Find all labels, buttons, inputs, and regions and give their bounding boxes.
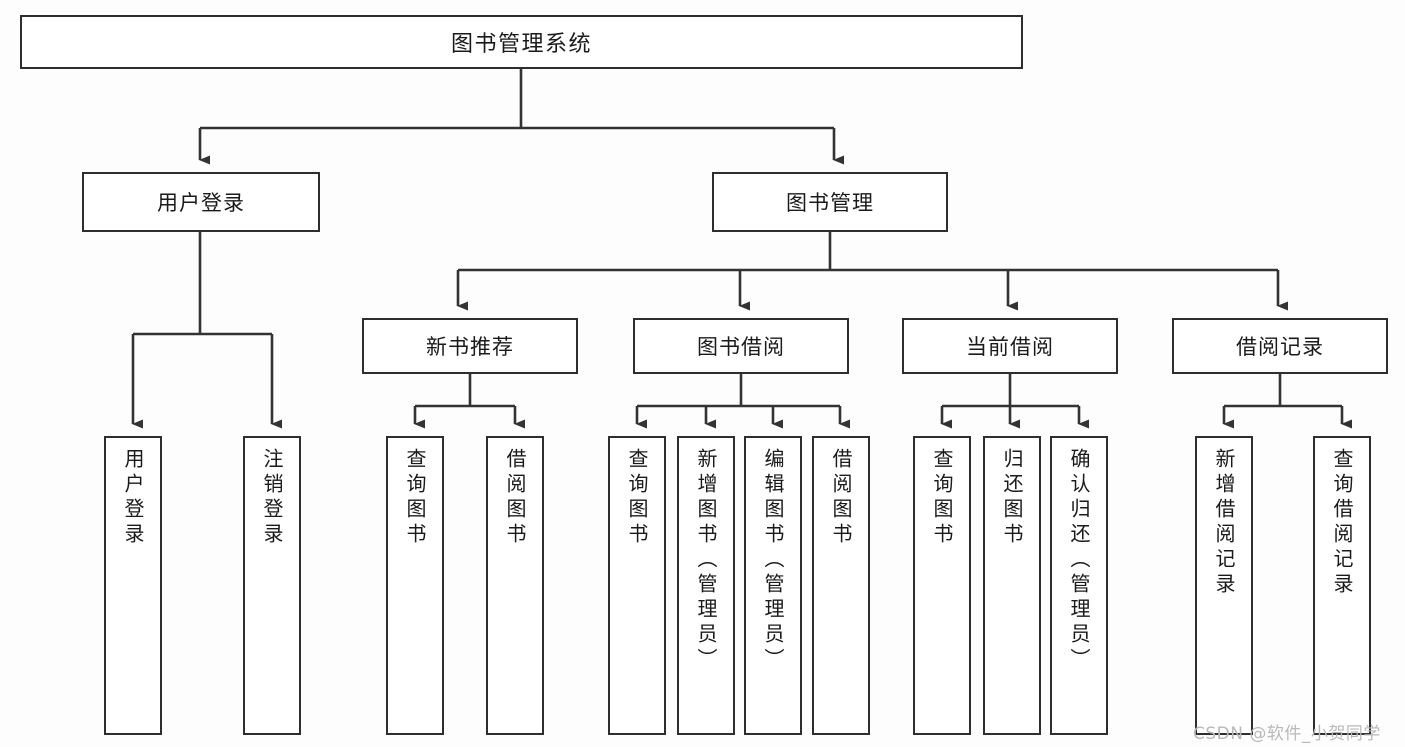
node-label: 借阅图书 (829, 448, 853, 548)
node-label: 借阅记录 (1236, 335, 1324, 359)
node-label: 借阅图书 (503, 448, 527, 548)
leaf-confirm-return-admin[interactable]: 确认归还（管理员） (1050, 436, 1108, 735)
node-label: 编辑图书（管理员） (761, 448, 785, 673)
node-label: 注销登录 (260, 448, 284, 548)
node-borrow-record[interactable]: 借阅记录 (1172, 318, 1388, 374)
node-label: 新书推荐 (426, 335, 514, 359)
node-label: 新增借阅记录 (1212, 448, 1236, 598)
node-label: 查询借阅记录 (1330, 448, 1354, 598)
node-current-borrow[interactable]: 当前借阅 (902, 318, 1118, 374)
node-label: 确认归还（管理员） (1067, 448, 1091, 673)
node-label: 查询图书 (625, 448, 649, 548)
csdn-watermark: CSDN @软件_小贺同学 (1193, 724, 1381, 744)
node-label: 图书管理系统 (450, 32, 592, 57)
leaf-edit-book-admin[interactable]: 编辑图书（管理员） (744, 436, 802, 735)
leaf-return-book[interactable]: 归还图书 (983, 436, 1041, 735)
leaf-logout[interactable]: 注销登录 (243, 436, 301, 735)
node-label: 归还图书 (1000, 448, 1024, 548)
leaf-query-book-borrow[interactable]: 查询图书 (608, 436, 666, 735)
node-label: 当前借阅 (966, 335, 1054, 359)
leaf-add-borrow-record[interactable]: 新增借阅记录 (1195, 436, 1253, 735)
node-user-login[interactable]: 用户登录 (82, 172, 320, 232)
node-root[interactable]: 图书管理系统 (20, 15, 1023, 69)
node-new-book-recommend[interactable]: 新书推荐 (362, 318, 578, 374)
node-book-borrow[interactable]: 图书借阅 (633, 318, 849, 374)
leaf-query-borrow-record[interactable]: 查询借阅记录 (1313, 436, 1371, 735)
node-book-management[interactable]: 图书管理 (712, 172, 948, 232)
node-label: 图书借阅 (697, 335, 785, 359)
leaf-borrow-book-rec[interactable]: 借阅图书 (486, 436, 544, 735)
node-label: 图书管理 (786, 191, 874, 215)
node-label: 用户登录 (121, 448, 145, 548)
leaf-user-login[interactable]: 用户登录 (104, 436, 162, 735)
leaf-borrow-book[interactable]: 借阅图书 (812, 436, 870, 735)
leaf-query-book-current[interactable]: 查询图书 (913, 436, 971, 735)
node-label: 查询图书 (930, 448, 954, 548)
node-label: 查询图书 (403, 448, 427, 548)
node-label: 新增图书（管理员） (694, 448, 718, 673)
node-label: 用户登录 (157, 191, 245, 215)
leaf-add-book-admin[interactable]: 新增图书（管理员） (677, 436, 735, 735)
leaf-query-book-rec[interactable]: 查询图书 (386, 436, 444, 735)
